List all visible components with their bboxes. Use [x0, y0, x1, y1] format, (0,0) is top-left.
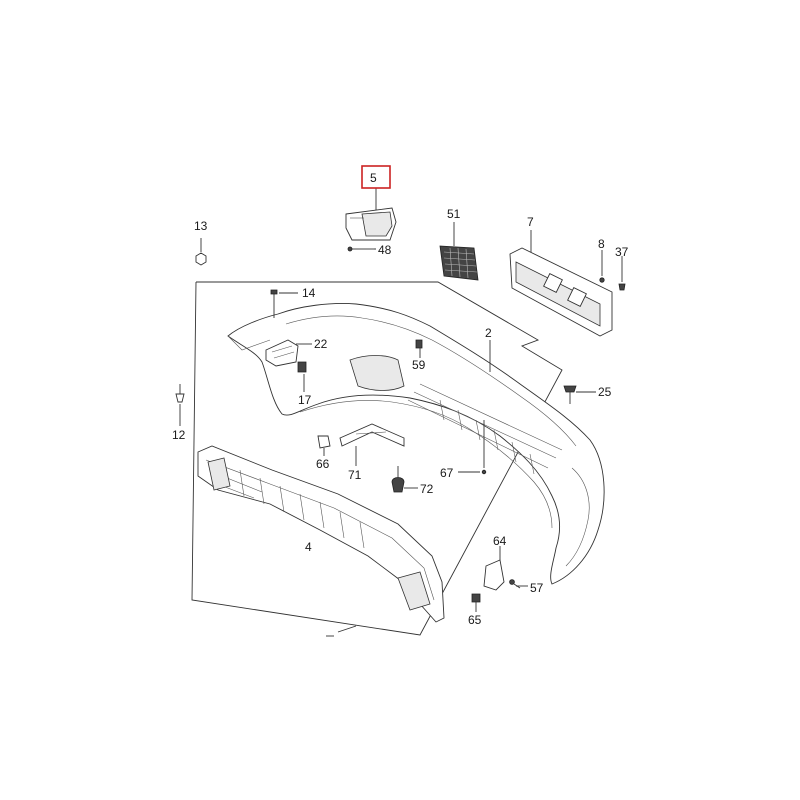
callout-59: 59	[412, 358, 426, 372]
callout-51: 51	[447, 207, 461, 221]
part-nut-13	[195, 238, 207, 266]
part-reinforcement-beam	[197, 445, 445, 623]
part-nut-65	[471, 593, 481, 603]
part-license-bracket	[509, 247, 613, 337]
callout-5: 5	[370, 171, 377, 185]
part-clip-59	[415, 339, 423, 349]
part-clip-17	[297, 361, 307, 373]
callout-37: 37	[615, 245, 629, 259]
part-bracket-64	[483, 559, 505, 591]
callout-14: 14	[302, 286, 316, 300]
callout-labels: 5 48 51 7 8 37 13 14 22 17 12 59 2 25 66…	[172, 171, 629, 627]
part-bolt-67	[481, 420, 487, 475]
part-screw-57	[509, 579, 521, 589]
callout-4: 4	[305, 540, 312, 554]
callout-17: 17	[298, 393, 312, 407]
callout-65: 65	[468, 613, 482, 627]
part-rivet-25	[563, 385, 577, 404]
part-screw-48	[347, 246, 376, 252]
callout-57: 57	[530, 581, 544, 595]
callout-8: 8	[598, 237, 605, 251]
callout-48: 48	[378, 243, 392, 257]
part-bolt-14	[270, 289, 278, 318]
assembly-frame	[191, 281, 563, 636]
callout-2: 2	[485, 326, 492, 340]
direction-mark	[326, 625, 357, 637]
callout-22: 22	[314, 337, 328, 351]
callout-13: 13	[194, 219, 208, 233]
callout-72: 72	[420, 482, 434, 496]
callout-7: 7	[527, 215, 534, 229]
part-bracket-22	[265, 339, 299, 367]
callout-64: 64	[493, 534, 507, 548]
callout-25: 25	[598, 385, 612, 399]
callout-71: 71	[348, 468, 362, 482]
part-bumper-fascia	[227, 303, 605, 585]
part-grille-mesh	[439, 245, 479, 281]
leader-lines	[179, 188, 623, 612]
part-screw-8	[599, 258, 605, 283]
highlight-box-5	[361, 165, 391, 189]
callout-12: 12	[172, 428, 186, 442]
callout-67: 67	[440, 466, 454, 480]
callout-66: 66	[316, 457, 330, 471]
part-clip-72	[391, 466, 405, 493]
part-reflector	[345, 207, 397, 241]
part-clip-66	[317, 435, 331, 449]
part-bracket-71	[339, 423, 405, 447]
part-screw-12	[175, 384, 185, 403]
part-clip-37	[618, 262, 626, 291]
